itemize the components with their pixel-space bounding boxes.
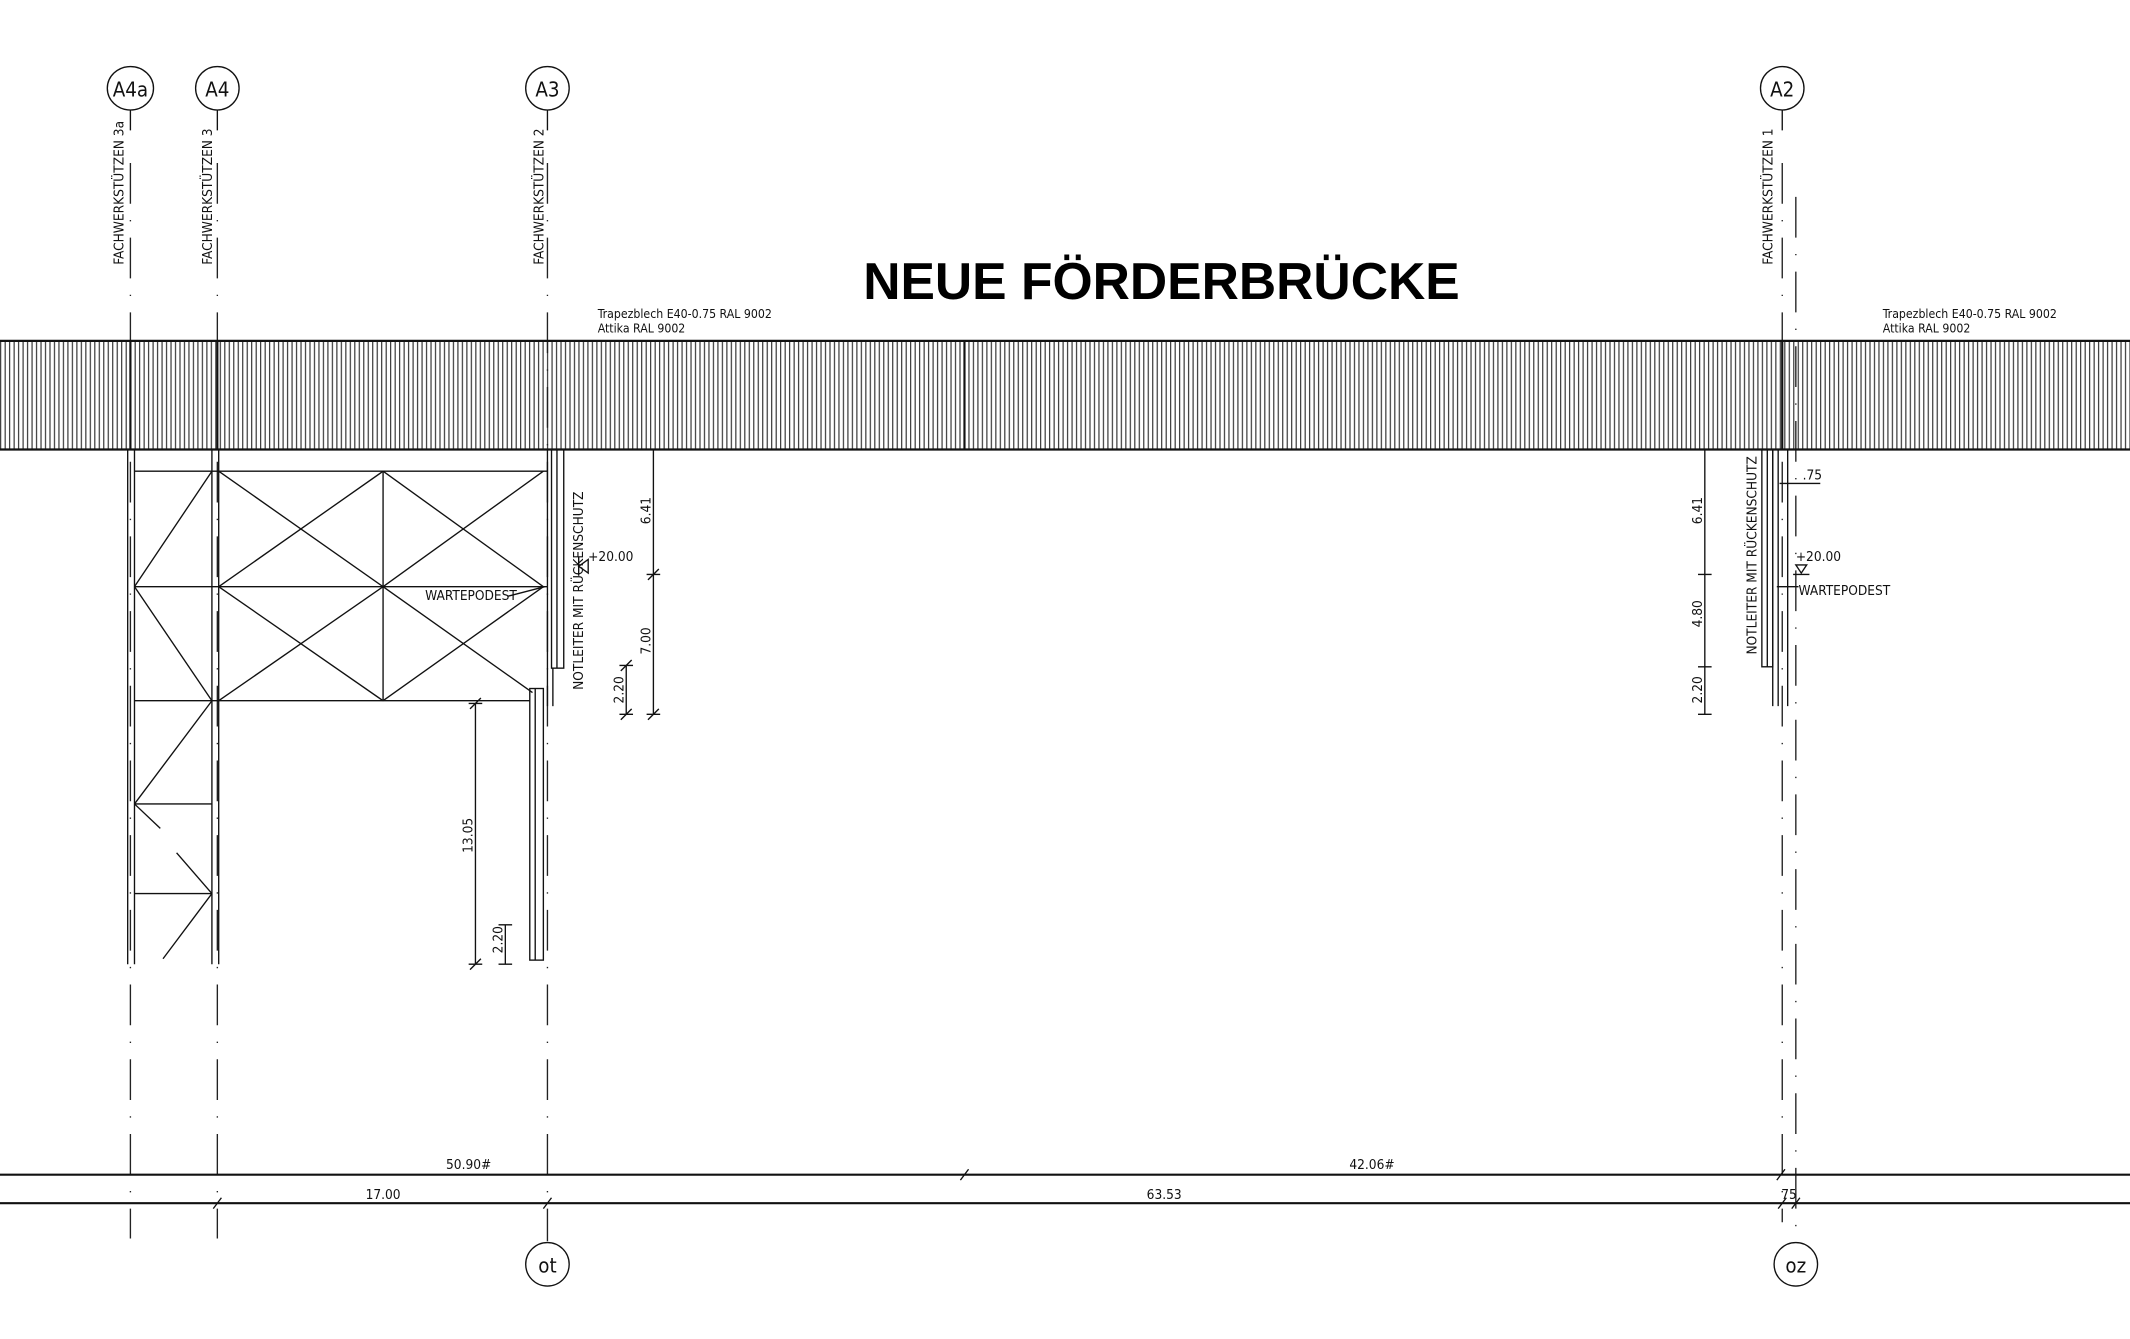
ladder-label-left: NOTLEITER MIT RÜCKENSCHUTZ bbox=[569, 491, 587, 689]
axis-label: A2 bbox=[1770, 77, 1794, 101]
landing-label-left: WARTEPODEST bbox=[425, 588, 517, 604]
column-label: FACHWERKSTÜTZEN 1 bbox=[1759, 128, 1777, 264]
dim-17-00: 17.00 bbox=[366, 1187, 401, 1203]
dim-13-05: 13.05 bbox=[461, 818, 477, 853]
dimension-left bbox=[468, 449, 661, 971]
dimension-right bbox=[1698, 449, 1712, 715]
bridge-cladding bbox=[0, 339, 2130, 451]
offset-label: .75 bbox=[1803, 467, 1822, 483]
column-label: FACHWERKSTÜTZEN 2 bbox=[529, 128, 547, 264]
elevation-right: +20.00 bbox=[1796, 549, 1841, 565]
dim-7-00: 7.00 bbox=[639, 627, 655, 654]
note-right-2: Attika RAL 9002 bbox=[1883, 322, 1971, 336]
dim-63-53: 63.53 bbox=[1147, 1187, 1182, 1203]
ladder-label-right: NOTLEITER MIT RÜCKENSCHUTZ bbox=[1742, 456, 1760, 654]
axis-bubble-a2: A2 bbox=[1759, 65, 1805, 111]
dim-2-20-lower: 2.20 bbox=[491, 926, 507, 953]
axis-label: A4 bbox=[205, 77, 229, 101]
steel-truss bbox=[127, 449, 548, 965]
elevation-left: +20.00 bbox=[588, 549, 633, 565]
dim-75: 75 bbox=[1781, 1187, 1797, 1203]
note-right-1: Trapezblech E40-0.75 RAL 9002 bbox=[1882, 307, 2057, 321]
note-left-1: Trapezblech E40-0.75 RAL 9002 bbox=[597, 307, 772, 321]
dim-6-41-right: 6.41 bbox=[1690, 497, 1706, 524]
emergency-ladder-a3 bbox=[529, 448, 565, 961]
dim-6-41: 6.41 bbox=[639, 497, 655, 524]
axis-bubble-oz: oz bbox=[1773, 1241, 1819, 1287]
emergency-ladder-a2 bbox=[1761, 448, 1789, 707]
dim-42-06: 42.06# bbox=[1349, 1157, 1394, 1173]
landing-label-right: WARTEPODEST bbox=[1799, 583, 1891, 599]
axis-bubble-a3: A3 bbox=[525, 65, 570, 111]
axis-bubble-a4a: A4a bbox=[106, 65, 155, 111]
axis-label: A4a bbox=[113, 77, 148, 101]
column-label: FACHWERKSTÜTZEN 3 bbox=[198, 128, 216, 264]
axis-label: ot bbox=[538, 1253, 556, 1277]
dim-50-90: 50.90# bbox=[446, 1157, 491, 1173]
note-left-2: Attika RAL 9002 bbox=[598, 322, 686, 336]
axis-label: oz bbox=[1785, 1253, 1806, 1277]
axis-bubble-ot: ot bbox=[525, 1241, 570, 1287]
dim-4-80-right: 4.80 bbox=[1690, 600, 1706, 627]
dimension-bottom bbox=[0, 1168, 2130, 1210]
drawing-title: NEUE FÖRDERBRÜCKE bbox=[863, 252, 1459, 310]
axis-label: A3 bbox=[535, 77, 559, 101]
dim-2-20: 2.20 bbox=[612, 676, 628, 703]
column-label: FACHWERKSTÜTZEN 3a bbox=[110, 121, 128, 265]
dim-2-20-right: 2.20 bbox=[1690, 676, 1706, 703]
axis-bubble-a4: A4 bbox=[194, 65, 240, 111]
